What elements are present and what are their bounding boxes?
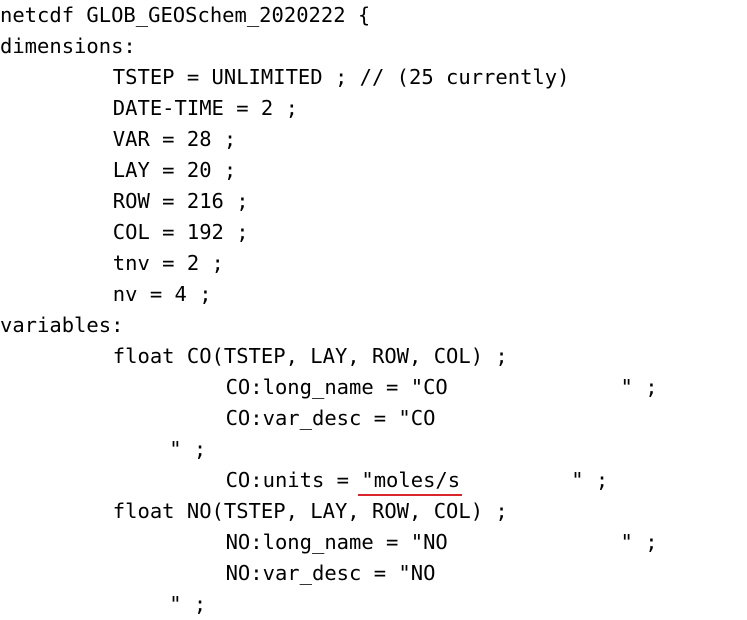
code-line: netcdf GLOB_GEOSchem_2020222 { — [0, 0, 370, 31]
code-line: TSTEP = UNLIMITED ; // (25 currently) — [0, 62, 570, 93]
code-text: tnv = 2 ; — [112, 251, 224, 275]
code-line: ROW = 216 ; — [0, 186, 249, 217]
code-line: CO:long_name = "CO " ; — [0, 372, 658, 403]
code-line: float NO(TSTEP, LAY, ROW, COL) ; — [0, 496, 508, 527]
code-text: " ; — [169, 437, 207, 461]
code-line: LAY = 20 ; — [0, 155, 236, 186]
code-text: ROW = 216 ; — [112, 189, 249, 213]
code-text: CO:var_desc = "CO — [225, 406, 436, 430]
code-text: VAR = 28 ; — [112, 127, 237, 151]
code-line: " ; — [0, 434, 206, 465]
code-line: NO:long_name = "NO " ; — [0, 527, 658, 558]
code-text: variables: — [0, 313, 124, 337]
code-text: nv = 4 ; — [112, 282, 212, 306]
code-text: TSTEP = UNLIMITED ; // (25 currently) — [112, 65, 570, 89]
code-text: CO:units = — [225, 468, 362, 492]
code-text: " ; — [169, 592, 207, 616]
code-line: variables: — [0, 310, 123, 341]
code-text: COL = 192 ; — [112, 220, 249, 244]
code-text: netcdf GLOB_GEOSchem_2020222 { — [0, 3, 371, 27]
code-text: dimensions: — [0, 34, 136, 58]
code-text: LAY = 20 ; — [112, 158, 237, 182]
code-text: DATE-TIME = 2 ; — [112, 96, 298, 120]
highlighted-units-value: "moles/s — [358, 465, 462, 496]
code-line: dimensions: — [0, 31, 136, 62]
code-text: CO:long_name = "CO " ; — [225, 375, 658, 399]
code-line: tnv = 2 ; — [0, 248, 224, 279]
code-text-suffix: " ; — [460, 468, 609, 492]
code-line: float CO(TSTEP, LAY, ROW, COL) ; — [0, 341, 508, 372]
code-line: COL = 192 ; — [0, 217, 249, 248]
code-line: NO:var_desc = "NO — [0, 558, 436, 589]
code-text: float CO(TSTEP, LAY, ROW, COL) ; — [112, 344, 508, 368]
code-text: NO:var_desc = "NO — [225, 561, 436, 585]
code-line: CO:units = "moles/s " ; — [0, 465, 608, 496]
code-text: float NO(TSTEP, LAY, ROW, COL) ; — [112, 499, 508, 523]
code-line: VAR = 28 ; — [0, 124, 236, 155]
code-line: DATE-TIME = 2 ; — [0, 93, 298, 124]
code-line: " ; — [0, 589, 206, 620]
code-line: CO:var_desc = "CO — [0, 403, 436, 434]
code-text: NO:long_name = "NO " ; — [225, 530, 658, 554]
code-line: nv = 4 ; — [0, 279, 212, 310]
